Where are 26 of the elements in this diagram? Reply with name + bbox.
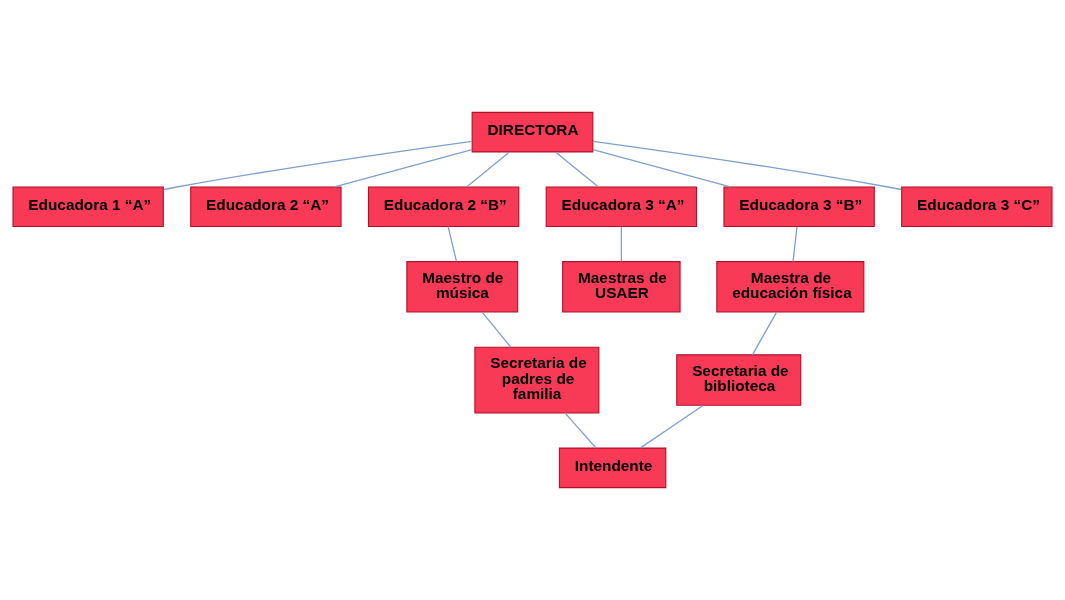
node-box: Intendente xyxy=(558,447,667,489)
node-box: Maestra de educación física xyxy=(716,261,865,313)
connector xyxy=(447,226,458,263)
connector xyxy=(792,226,798,263)
connector xyxy=(639,404,704,449)
node-box: Educadora 2 “B” xyxy=(367,186,520,228)
connector xyxy=(163,140,473,191)
node-box: Educadora 3 “A” xyxy=(545,186,698,228)
connector xyxy=(592,140,902,191)
connector xyxy=(592,149,732,188)
connector xyxy=(555,151,599,188)
node-box: Educadora 1 “A” xyxy=(12,186,164,228)
node-box: Secretaria de padres de familia xyxy=(474,346,600,414)
connector xyxy=(564,412,597,449)
connector xyxy=(620,226,623,263)
node-box: Maestras de USAER xyxy=(562,261,681,313)
node-box: DIRECTORA xyxy=(471,111,594,153)
node-box: Secretaria de biblioteca xyxy=(676,354,802,406)
connector xyxy=(751,311,778,356)
node-box: Educadora 2 “A” xyxy=(190,186,342,228)
connector xyxy=(466,151,510,188)
connector xyxy=(481,311,512,348)
connector xyxy=(333,149,473,188)
node-box: Maestro de música xyxy=(406,261,519,313)
node-box: Educadora 3 “C” xyxy=(901,186,1053,228)
node-box: Educadora 3 “B” xyxy=(723,186,875,228)
